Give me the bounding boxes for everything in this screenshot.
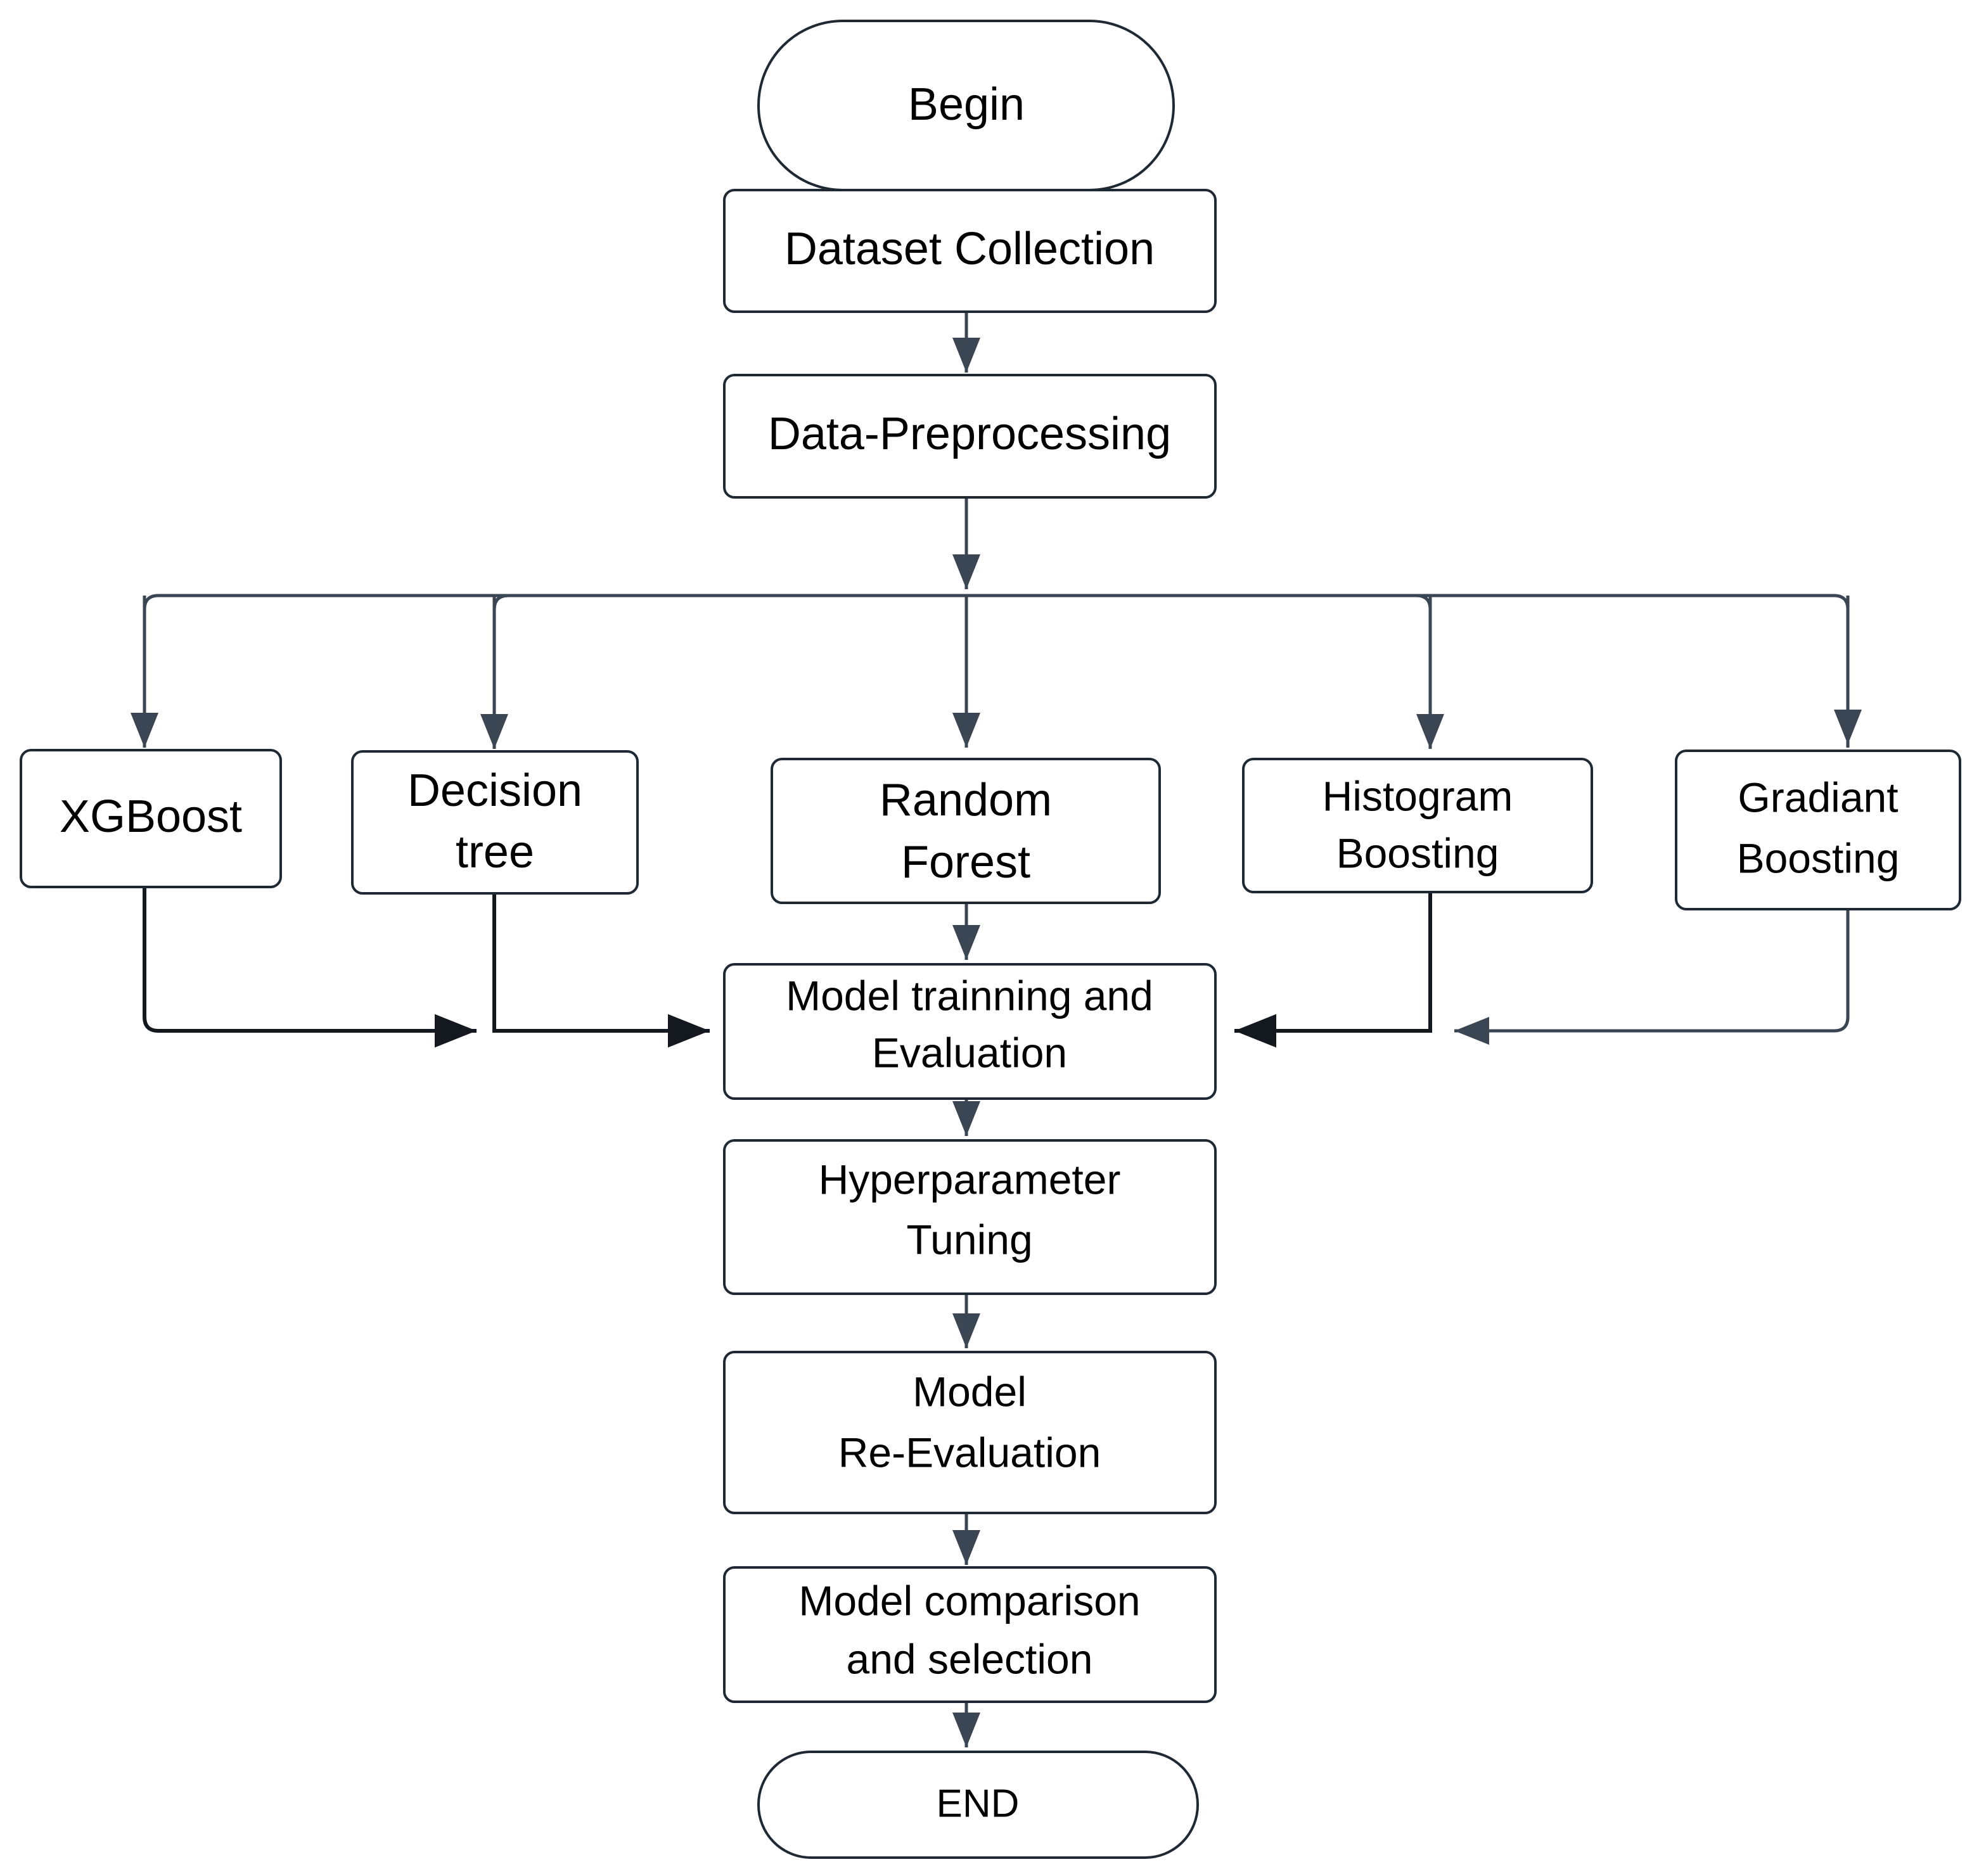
edge-fanout-bus-right bbox=[966, 594, 1850, 748]
decision-tree-label-line2: tree bbox=[456, 827, 534, 877]
gradiant-boosting-label-line1: Gradiant bbox=[1738, 774, 1898, 820]
end-shape bbox=[757, 1751, 1199, 1859]
node-decision-tree[interactable]: Decision tree bbox=[351, 750, 639, 895]
node-model-comparison-selection[interactable]: Model comparison and selection bbox=[723, 1566, 1217, 1703]
edge-bus-decision-tree-corner bbox=[492, 594, 509, 749]
gradiant-boosting-label-line2: Boosting bbox=[1737, 834, 1900, 881]
model-re-evaluation-label-line2: Re-Evaluation bbox=[838, 1429, 1101, 1476]
model-re-evaluation-label-line1: Model bbox=[913, 1368, 1027, 1415]
model-comparison-selection-shape bbox=[723, 1566, 1217, 1703]
hyperparameter-tuning-label-line1: Hyperparameter bbox=[819, 1156, 1121, 1203]
model-comparison-selection-label-line2: and selection bbox=[847, 1635, 1093, 1682]
edge-bus-to-histogram-boosting bbox=[1416, 594, 1432, 610]
edge-decision-tree-to-model-training bbox=[492, 893, 710, 1048]
begin-label: Begin bbox=[908, 79, 1025, 130]
xgboost-shape bbox=[20, 749, 282, 888]
node-end[interactable]: END bbox=[757, 1751, 1199, 1859]
data-preprocessing-shape bbox=[723, 374, 1217, 499]
node-random-forest[interactable]: Random Forest bbox=[771, 758, 1161, 904]
node-xgboost[interactable]: XGBoost bbox=[20, 749, 282, 888]
hyperparameter-tuning-label-line2: Tuning bbox=[906, 1216, 1032, 1263]
edge-xgboost-to-convergence bbox=[143, 887, 477, 1048]
gradiant-boosting-shape bbox=[1675, 750, 1961, 910]
node-begin[interactable]: Begin bbox=[757, 20, 1175, 191]
decision-tree-shape bbox=[351, 750, 639, 895]
model-comparison-selection-label-line1: Model comparison bbox=[798, 1577, 1140, 1624]
xgboost-label: XGBoost bbox=[60, 791, 242, 842]
edge-fanout-bus-left bbox=[143, 594, 966, 748]
node-dataset-collection[interactable]: Dataset Collection bbox=[723, 189, 1217, 313]
dataset-collection-label: Dataset Collection bbox=[785, 224, 1155, 274]
random-forest-label-line2: Forest bbox=[901, 837, 1030, 888]
dataset-collection-shape bbox=[723, 189, 1217, 313]
end-label: END bbox=[937, 1782, 1020, 1825]
model-training-evaluation-label-line2: Evaluation bbox=[872, 1029, 1067, 1076]
random-forest-label-line1: Random bbox=[880, 775, 1052, 826]
model-re-evaluation-shape bbox=[723, 1351, 1217, 1514]
node-data-preprocessing[interactable]: Data-Preprocessing bbox=[723, 374, 1217, 499]
model-training-evaluation-shape bbox=[723, 963, 1217, 1100]
model-training-evaluation-label-line1: Model trainning and bbox=[786, 972, 1153, 1019]
hyperparameter-tuning-shape bbox=[723, 1139, 1217, 1295]
histogram-boosting-label-line1: Histogram bbox=[1323, 772, 1513, 819]
node-hyperparameter-tuning[interactable]: Hyperparameter Tuning bbox=[723, 1139, 1217, 1295]
decision-tree-label-line1: Decision bbox=[407, 765, 582, 816]
edge-gradiant-boosting-to-convergence bbox=[1454, 909, 1850, 1045]
histogram-boosting-label-line2: Boosting bbox=[1336, 829, 1499, 876]
histogram-boosting-shape bbox=[1242, 758, 1593, 893]
node-model-re-evaluation[interactable]: Model Re-Evaluation bbox=[723, 1351, 1217, 1514]
random-forest-shape bbox=[771, 758, 1161, 904]
node-histogram-boosting[interactable]: Histogram Boosting bbox=[1242, 758, 1593, 893]
edge-histogram-boosting-to-model-training bbox=[1234, 892, 1432, 1048]
edge-bus-to-decision-tree bbox=[494, 594, 508, 749]
data-preprocessing-label: Data-Preprocessing bbox=[768, 409, 1171, 459]
node-gradiant-boosting[interactable]: Gradiant Boosting bbox=[1675, 750, 1961, 910]
node-model-training-evaluation[interactable]: Model trainning and Evaluation bbox=[723, 963, 1217, 1100]
